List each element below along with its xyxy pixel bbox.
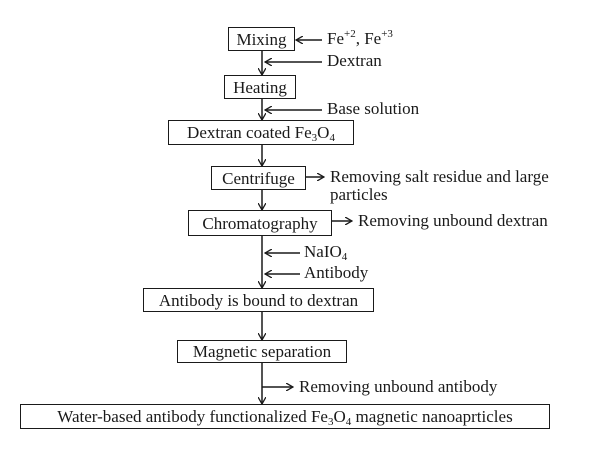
step-heating-label: Heating <box>233 77 287 97</box>
step-final-product-label: Water-based antibody functionalized Fe3O… <box>57 407 513 428</box>
step-mixing-label: Mixing <box>236 29 287 49</box>
step-centrifuge-label: Centrifuge <box>222 168 295 188</box>
step-chromatography-label: Chromatography <box>202 213 318 233</box>
step-dextran-coated: Dextran coated Fe3O4 <box>168 120 354 145</box>
input-base-solution: Base solution <box>327 99 420 118</box>
step-magnetic-separation-label: Magnetic separation <box>192 342 332 361</box>
step-magnetic-separation: Magnetic separation <box>177 340 347 363</box>
step-dextran-coated-label: Dextran coated Fe3O4 <box>187 123 335 144</box>
output-unbound-antibody: Removing unbound antibody <box>299 377 498 396</box>
step-heating: Heating <box>224 75 296 99</box>
input-dextran: Dextran <box>327 51 382 70</box>
step-centrifuge: Centrifuge <box>211 166 306 190</box>
step-mixing: Mixing <box>228 27 295 51</box>
input-naio4: NaIO4 <box>304 242 348 263</box>
step-antibody-bound-label: Antibody is bound to dextran <box>158 290 359 310</box>
output-unbound-dextran: Removing unbound dextran <box>358 211 548 230</box>
input-iron-ions: Fe+2, Fe+3 <box>327 28 393 48</box>
input-antibody: Antibody <box>304 263 369 282</box>
output-salt-residue: Removing salt residue and large particle… <box>330 168 549 204</box>
step-antibody-bound: Antibody is bound to dextran <box>143 288 374 312</box>
output-salt-residue-line1: Removing salt residue and large <box>330 167 549 186</box>
step-chromatography: Chromatography <box>188 210 332 236</box>
step-final-product: Water-based antibody functionalized Fe3O… <box>20 404 550 429</box>
output-salt-residue-line2: particles <box>330 184 388 204</box>
